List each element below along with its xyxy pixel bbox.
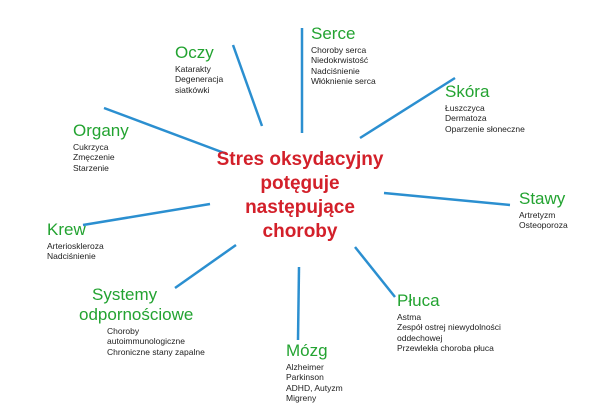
list-item: Przewlekła choroba płuca — [397, 343, 494, 354]
list-item: Choroby — [107, 326, 140, 336]
node-title-krew: Krew — [47, 220, 86, 239]
list-item: Astma — [397, 312, 422, 322]
list-item: Parkinson — [286, 372, 324, 383]
node-items-oczy: Katarakty Degeneracja siatkówki — [175, 64, 223, 95]
list-item: Włóknienie serca — [311, 76, 376, 87]
center-line-1: Stres oksydacyjny — [216, 149, 384, 170]
node-title-organy: Organy — [73, 121, 129, 140]
node-title-oczy: Oczy — [175, 43, 214, 62]
node-pluca: Płuca Astma Zespół ostrej niewydolności … — [397, 291, 501, 354]
list-item: autoimmunologiczne — [107, 336, 185, 347]
spoke-krew — [82, 202, 211, 227]
node-items-serce: Choroby serca Niedokrwistość Nadciśnieni… — [311, 45, 376, 87]
node-title-systemy-1: Systemy — [92, 285, 158, 304]
node-systemy: Systemy odpornościowe Choroby autoimmuno… — [79, 285, 205, 357]
list-item: Nadciśnienie — [47, 251, 96, 262]
node-items-krew: Arterioskleroza Nadciśnienie — [47, 241, 104, 262]
list-item: Niedokrwistość — [311, 55, 369, 66]
node-title-stawy: Stawy — [519, 189, 566, 208]
node-mozg: Mózg Alzheimer Parkinson ADHD, Autyzm Mi… — [286, 341, 343, 404]
node-krew: Krew Arterioskleroza Nadciśnienie — [47, 220, 104, 262]
center-line-4: choroby — [262, 221, 338, 242]
list-item: Alzheimer — [286, 362, 324, 372]
node-title-serce: Serce — [311, 24, 356, 43]
node-items-mozg: Alzheimer Parkinson ADHD, Autyzm Migreny — [286, 362, 343, 404]
node-items-stawy: Artretyzm Osteoporoza — [519, 210, 568, 231]
node-items-systemy: Choroby autoimmunologiczne Chroniczne st… — [79, 326, 205, 357]
list-item: Chroniczne stany zapalne — [107, 346, 205, 357]
list-item: Zespół ostrej niewydolności — [397, 322, 501, 333]
spoke-organy — [103, 106, 228, 156]
spoke-stawy — [383, 191, 511, 207]
node-serce: Serce Choroby serca Niedokrwistość Nadci… — [311, 24, 376, 87]
node-stawy: Stawy Artretyzm Osteoporoza — [519, 189, 568, 231]
center-line-2: potęguje — [260, 173, 340, 194]
node-title-systemy-2: odpornościowe — [79, 305, 194, 324]
list-item: Cukrzyca — [73, 142, 109, 152]
list-item: Migreny — [286, 393, 317, 404]
list-item: Zmęczenie — [73, 152, 115, 163]
spoke-pluca — [354, 246, 396, 298]
node-items-pluca: Astma Zespół ostrej niewydolności oddech… — [397, 312, 501, 354]
node-title-skora: Skóra — [445, 82, 490, 101]
spoke-skora — [359, 76, 456, 140]
list-item: Arterioskleroza — [47, 241, 104, 251]
list-item: Starzenie — [73, 162, 109, 173]
list-item: Katarakty — [175, 64, 211, 74]
spoke-oczy — [231, 44, 264, 127]
list-item: Dermatoza — [445, 113, 487, 124]
center-line-3: następujące — [245, 197, 355, 218]
list-item: Oparzenie słoneczne — [445, 123, 525, 134]
node-items-skora: Łuszczyca Dermatoza Oparzenie słoneczne — [445, 103, 525, 134]
node-organy: Organy Cukrzyca Zmęczenie Starzenie — [73, 121, 129, 173]
spoke-systemy — [174, 243, 237, 290]
node-skora: Skóra Łuszczyca Dermatoza Oparzenie słon… — [445, 82, 525, 134]
node-items-organy: Cukrzyca Zmęczenie Starzenie — [73, 142, 129, 173]
list-item: Nadciśnienie — [311, 65, 360, 76]
list-item: Łuszczyca — [445, 103, 485, 113]
list-item: Choroby serca — [311, 45, 367, 55]
list-item: Artretyzm — [519, 210, 556, 220]
list-item: siatkówki — [175, 84, 210, 95]
list-item: ADHD, Autyzm — [286, 382, 343, 393]
list-item: oddechowej — [397, 332, 443, 343]
list-item: Osteoporoza — [519, 220, 568, 231]
node-title-mozg: Mózg — [286, 341, 328, 360]
spoke-mozg — [296, 266, 301, 341]
list-item: Degeneracja — [175, 74, 224, 85]
central-statement: Stres oksydacyjny potęguje następujące c… — [200, 148, 400, 244]
node-oczy: Oczy Katarakty Degeneracja siatkówki — [175, 43, 223, 95]
node-title-pluca: Płuca — [397, 291, 440, 310]
